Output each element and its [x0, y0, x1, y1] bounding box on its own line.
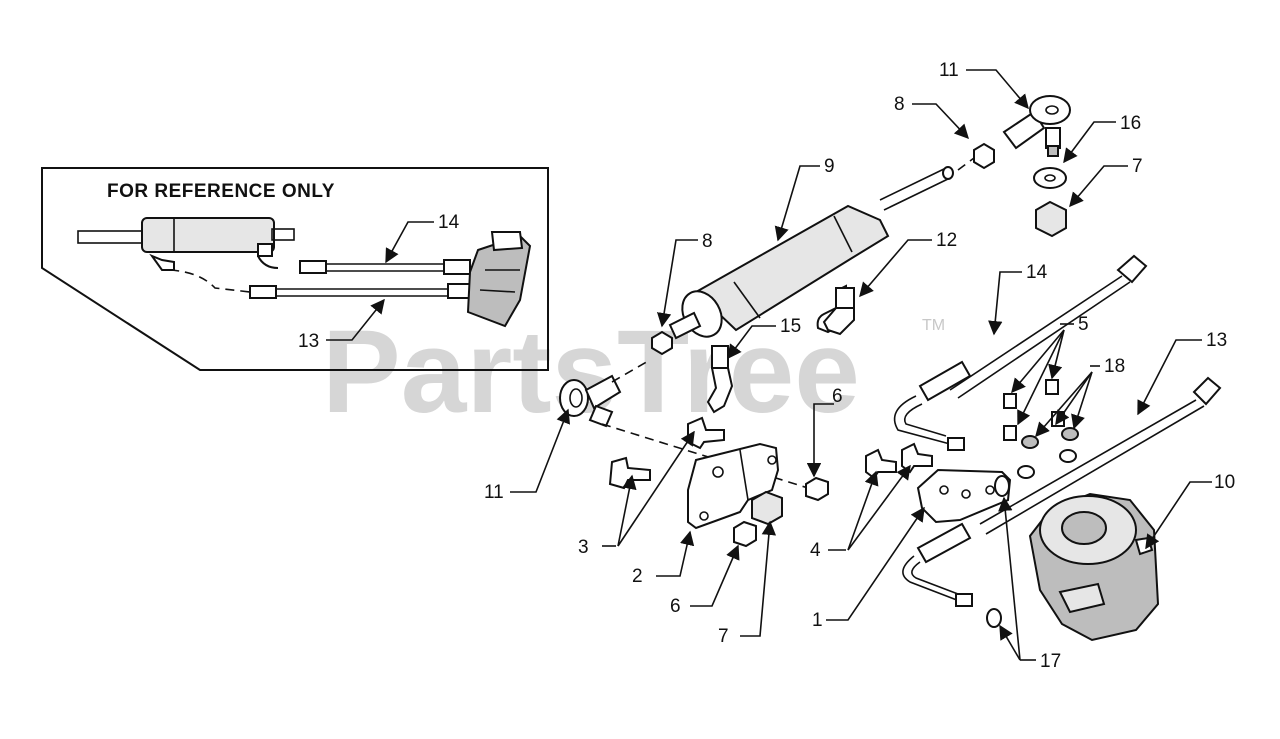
rod-end-left [559, 374, 622, 428]
hose-13 [902, 376, 1222, 607]
callout-18: 18 [1035, 356, 1125, 438]
svg-text:6: 6 [832, 386, 843, 407]
callout-6-bottom: 6 [670, 544, 740, 617]
svg-text:17: 17 [1040, 651, 1061, 672]
callout-6-right: 6 [806, 386, 843, 478]
reference-title: FOR REFERENCE ONLY [107, 181, 335, 202]
nut-8-right [973, 142, 995, 170]
callout-16: 16 [1063, 113, 1141, 164]
svg-text:7: 7 [1132, 156, 1143, 177]
svg-text:7: 7 [718, 626, 729, 647]
reference-box: FOR REFERENCE ONLY [41, 167, 549, 371]
callout-17: 17 [998, 496, 1061, 672]
svg-text:9: 9 [824, 156, 835, 177]
svg-text:10: 10 [1214, 472, 1235, 493]
nut-8-left [651, 330, 673, 356]
callout-7-top: 7 [1069, 156, 1143, 208]
svg-text:15: 15 [780, 316, 801, 337]
ref-hose-13 [169, 269, 471, 299]
callout-10: 10 [1145, 472, 1235, 550]
svg-text:5: 5 [1078, 314, 1089, 335]
callout-8-left: 8 [656, 231, 713, 328]
svg-text:2: 2 [632, 566, 643, 587]
svg-text:3: 3 [578, 537, 589, 558]
svg-text:12: 12 [936, 230, 957, 251]
fitting-12 [822, 287, 855, 336]
svg-text:11: 11 [939, 60, 959, 81]
hose-14 [893, 254, 1148, 451]
callout-13: 13 [1137, 330, 1227, 416]
callout-1: 1 [812, 506, 925, 631]
ref-cylinder [77, 217, 295, 271]
svg-text:8: 8 [702, 231, 713, 252]
callout-4: 4 [810, 464, 911, 561]
callout-15: 15 [727, 316, 801, 360]
watermark: PartsTree TM [322, 306, 945, 438]
washers-18 [1017, 427, 1079, 479]
fitting-15 [706, 345, 734, 414]
svg-text:18: 18 [1104, 356, 1125, 377]
nut-7-top [1035, 200, 1067, 238]
callout-r14: 14 [385, 212, 460, 264]
centerline-1 [611, 359, 651, 383]
svg-text:6: 6 [670, 596, 681, 617]
svg-text:14: 14 [1026, 262, 1048, 283]
rod-end-right [1002, 95, 1071, 157]
svg-text:8: 8 [894, 94, 905, 115]
ref-valve [466, 231, 532, 328]
svg-text:1: 1 [812, 610, 823, 631]
callout-12: 12 [859, 230, 957, 298]
callout-7-bottom: 7 [718, 520, 777, 647]
ref-hose-14 [299, 259, 471, 275]
bolt-4b [901, 442, 933, 474]
centerline-2 [601, 423, 809, 489]
callout-11-left: 11 [484, 408, 570, 503]
bolt-4a [865, 448, 897, 480]
callout-11-top: 11 [939, 60, 1029, 110]
svg-text:4: 4 [810, 540, 821, 561]
washer-17a [994, 475, 1010, 497]
washer-16 [1033, 167, 1067, 189]
washer-17b [986, 608, 1002, 628]
callout-9: 9 [774, 156, 835, 242]
bolts-5 [1003, 379, 1065, 441]
callout-8-top: 8 [894, 94, 969, 140]
callout-r13: 13 [298, 298, 385, 352]
nut-6-right [805, 476, 829, 502]
svg-text:13: 13 [1206, 330, 1227, 351]
steering-valve [1028, 492, 1160, 642]
callout-5: 5 [1011, 314, 1089, 426]
svg-text:13: 13 [298, 331, 319, 352]
callout-14: 14 [988, 262, 1048, 336]
nut-6-bracket [733, 520, 757, 548]
bracket [687, 442, 780, 530]
svg-text:16: 16 [1120, 113, 1141, 134]
callout-2: 2 [632, 530, 695, 587]
bolt-3a [608, 456, 651, 490]
watermark-trademark: TM [922, 317, 945, 334]
callout-3: 3 [578, 430, 695, 558]
nut-7-bracket [751, 490, 783, 526]
centerline-3 [957, 151, 983, 171]
svg-text:14: 14 [438, 212, 460, 233]
svg-text:11: 11 [484, 482, 504, 503]
